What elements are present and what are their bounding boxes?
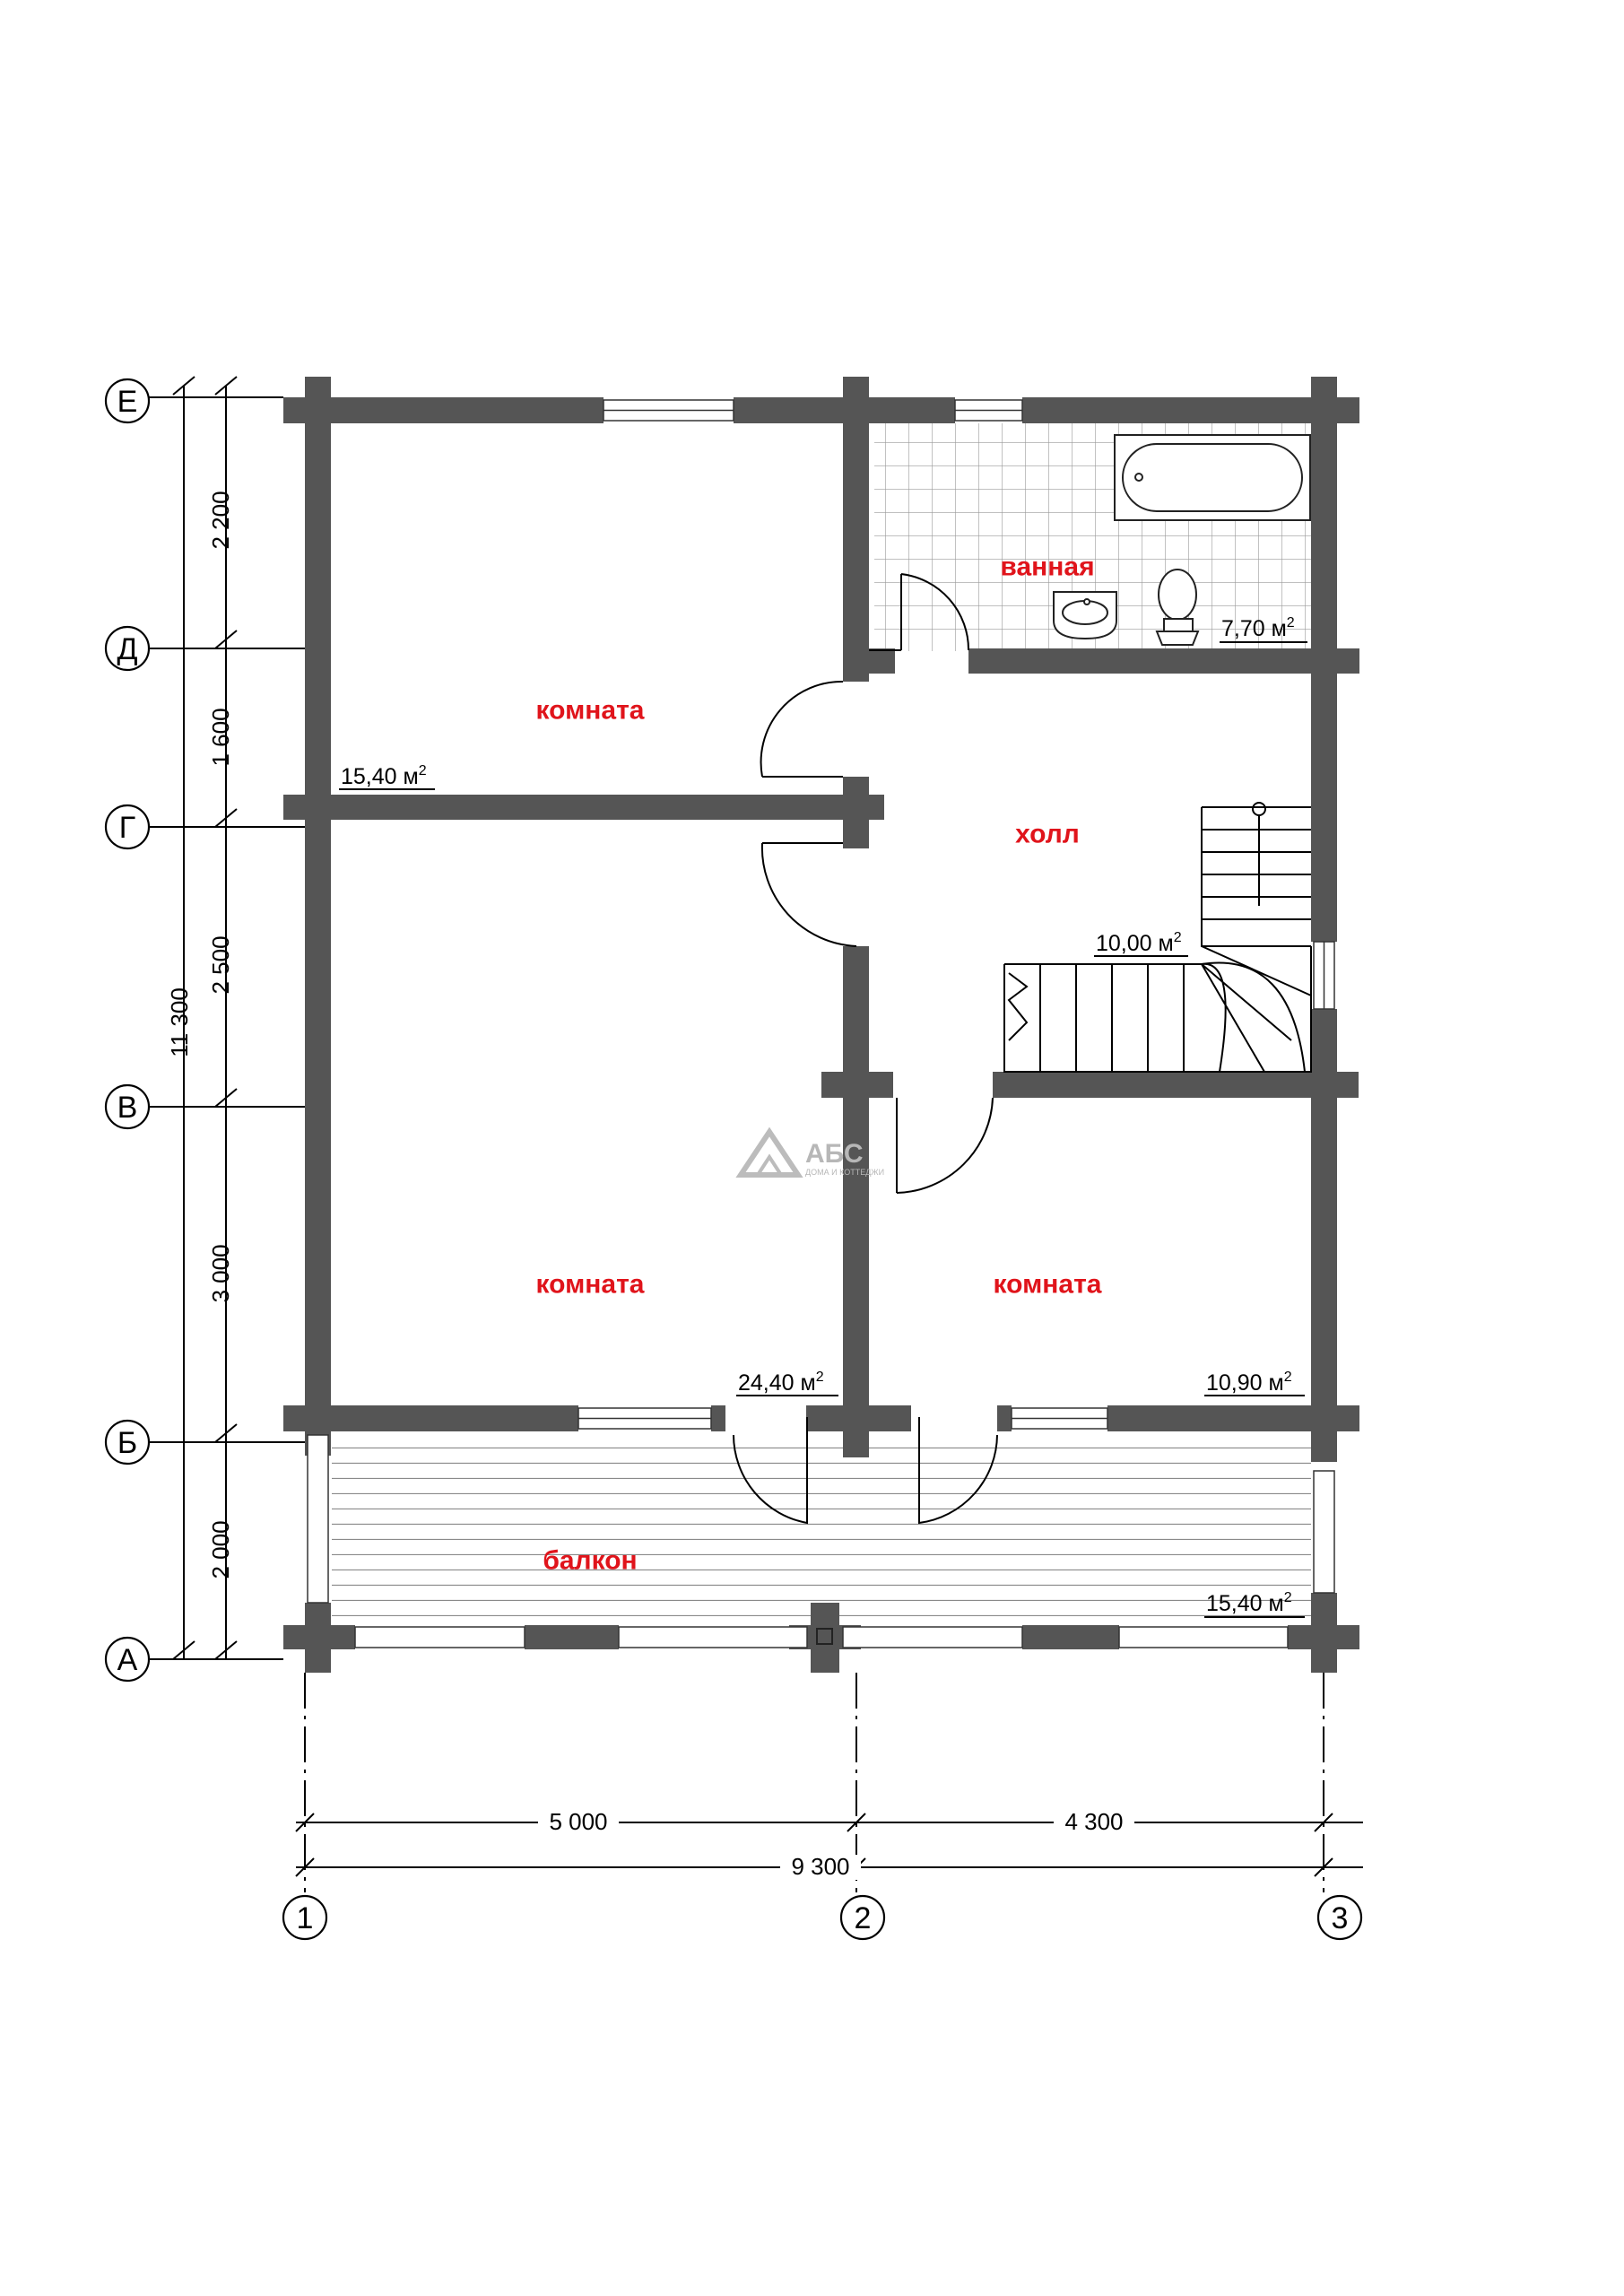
- axis-row-e: Е: [117, 385, 138, 419]
- axis-row-b: Б: [117, 1426, 137, 1460]
- area-top-left: 15,40 м2: [341, 763, 427, 789]
- axis-col-1: 1: [297, 1901, 314, 1935]
- room-name-bathroom: ванная: [1000, 552, 1094, 582]
- row-axis-markers: [104, 378, 151, 1683]
- area-bathroom: 7,70 м2: [1221, 615, 1295, 641]
- vertical-dimensions: [149, 376, 305, 1660]
- center-post-marker: [816, 1628, 833, 1645]
- dimension-row-2: 1 600: [207, 708, 234, 766]
- dimension-row-4: 3 000: [207, 1244, 234, 1302]
- dimension-col-2: 4 300: [1064, 1808, 1123, 1835]
- dimension-col-1: 5 000: [549, 1808, 607, 1835]
- room-name-hall: холл: [1015, 820, 1080, 849]
- axis-col-3: 3: [1332, 1901, 1349, 1935]
- dimension-row-5: 2 000: [207, 1520, 234, 1578]
- dimension-vertical-total: 11 300: [166, 987, 193, 1057]
- area-bottom-left: 24,40 м2: [738, 1370, 824, 1396]
- area-hall: 10,00 м2: [1096, 930, 1182, 956]
- abs-logo: АБС ДОМА И КОТТЕДЖИ: [735, 1126, 884, 1178]
- logo-title: АБС: [805, 1139, 864, 1169]
- column-axis-markers: [282, 1894, 1363, 1941]
- axis-row-d: Д: [117, 632, 137, 666]
- axis-row-g: Г: [119, 811, 135, 845]
- bathroom-fixtures: [1053, 434, 1311, 646]
- axis-col-2: 2: [855, 1901, 872, 1935]
- area-balcony: 15,40 м2: [1206, 1590, 1292, 1616]
- axis-row-a: А: [117, 1643, 138, 1677]
- room-name-top-left: комната: [536, 696, 645, 726]
- walls: [283, 377, 1359, 1673]
- area-bottom-right: 10,90 м2: [1206, 1370, 1292, 1396]
- balcony-decking: [332, 1433, 1311, 1623]
- room-name-bottom-left: комната: [536, 1270, 645, 1300]
- doors: [733, 573, 998, 1525]
- dimension-horizontal-total: 9 300: [791, 1853, 849, 1880]
- area-labels: 15,40 м2 7,70 м2 10,00 м2 24,40 м2 10,90…: [339, 615, 1307, 1618]
- dimension-row-1: 2 200: [207, 491, 234, 549]
- dimension-row-3: 2 500: [207, 935, 234, 994]
- windows: [307, 399, 1335, 1648]
- room-name-balcony: балкон: [543, 1546, 637, 1576]
- staircase: [1003, 802, 1312, 1073]
- room-name-bottom-right: комната: [994, 1270, 1102, 1300]
- logo-subtitle: ДОМА И КОТТЕДЖИ: [805, 1168, 884, 1177]
- axis-row-v: В: [117, 1091, 138, 1125]
- toilet: [1158, 569, 1197, 621]
